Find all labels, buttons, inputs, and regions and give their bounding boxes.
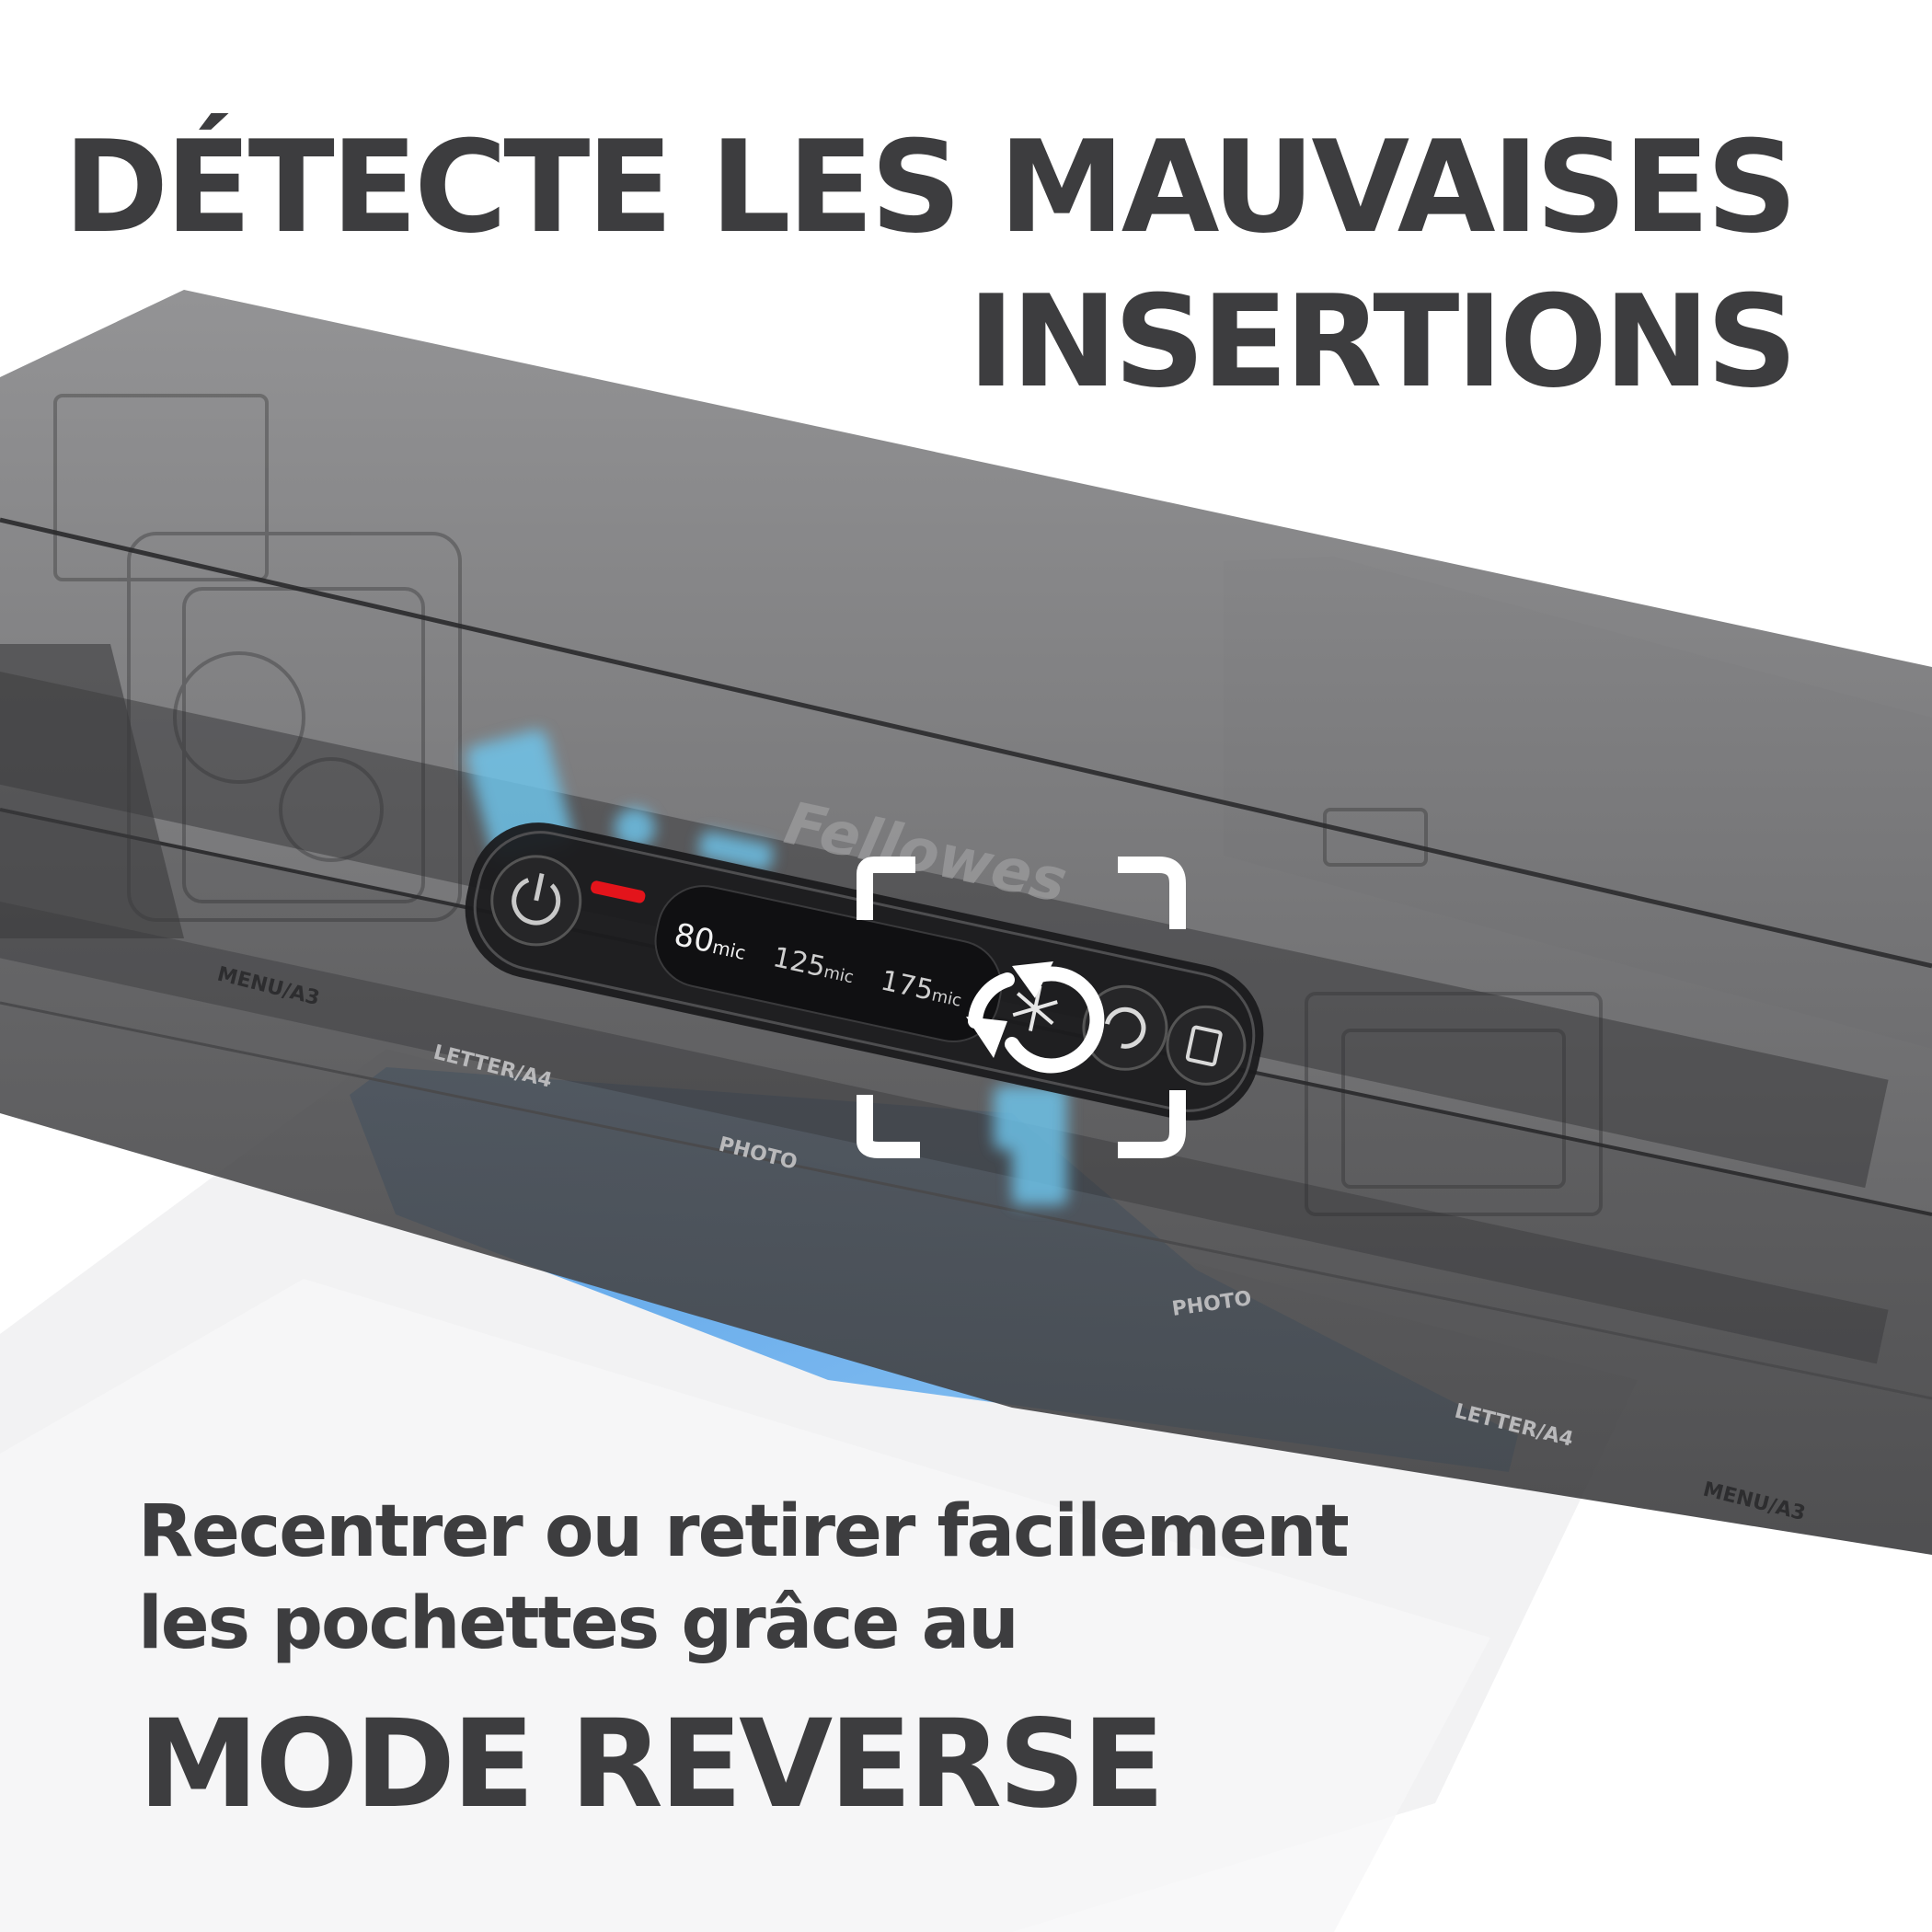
headline: DÉTECTE LES MAUVAISES INSERTIONS: [63, 110, 1798, 420]
machine-front: [0, 810, 1932, 1555]
description-line-1: Recentrer ou retirer facilement: [138, 1490, 1350, 1573]
power-icon: [490, 855, 582, 947]
status-indicator-red: [591, 880, 646, 903]
control-panel: [465, 822, 1264, 1121]
snowflake-icon: [1012, 985, 1058, 1032]
feature-description: Recentrer ou retirer facilement les poch…: [138, 1486, 1350, 1835]
feature-name: MODE REVERSE: [138, 1694, 1165, 1835]
headline-line-1: DÉTECTE LES MAUVAISES: [63, 113, 1798, 261]
reverse-arrows-icon: [968, 966, 1105, 1074]
thickness-80: 80mic: [671, 916, 750, 968]
focus-brackets: [857, 857, 1186, 1158]
reverse-icon: [1082, 984, 1168, 1071]
photo-sparkle-icon: [1166, 1005, 1247, 1086]
machine-top: [0, 290, 1932, 1214]
headline-line-2: INSERTIONS: [967, 268, 1798, 416]
description-line-2: les pochettes grâce au: [138, 1582, 1019, 1665]
